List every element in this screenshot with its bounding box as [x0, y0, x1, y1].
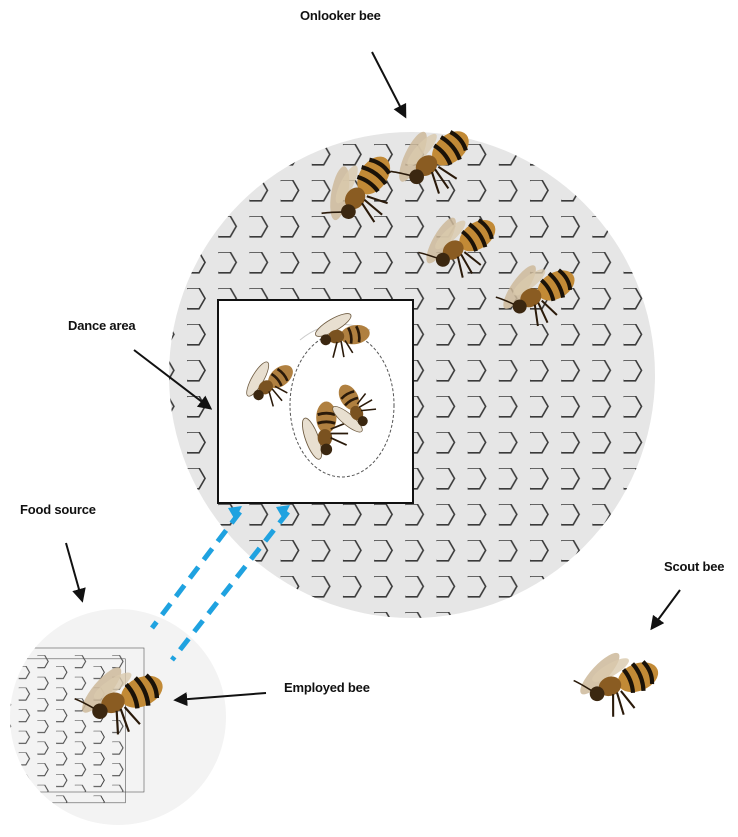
arrow-scout: [652, 590, 680, 628]
employed-bee-label: Employed bee: [284, 680, 370, 695]
food-source-label: Food source: [20, 502, 96, 517]
arrow-food-source: [66, 543, 82, 600]
arrow-onlooker: [372, 52, 405, 116]
dance-area-box: [218, 300, 413, 503]
food-source: [0, 609, 226, 825]
onlooker-bee-label: Onlooker bee: [300, 8, 381, 23]
dance-area-label: Dance area: [68, 318, 135, 333]
scout-bee: [566, 635, 668, 728]
scout-bee-label: Scout bee: [664, 559, 724, 574]
